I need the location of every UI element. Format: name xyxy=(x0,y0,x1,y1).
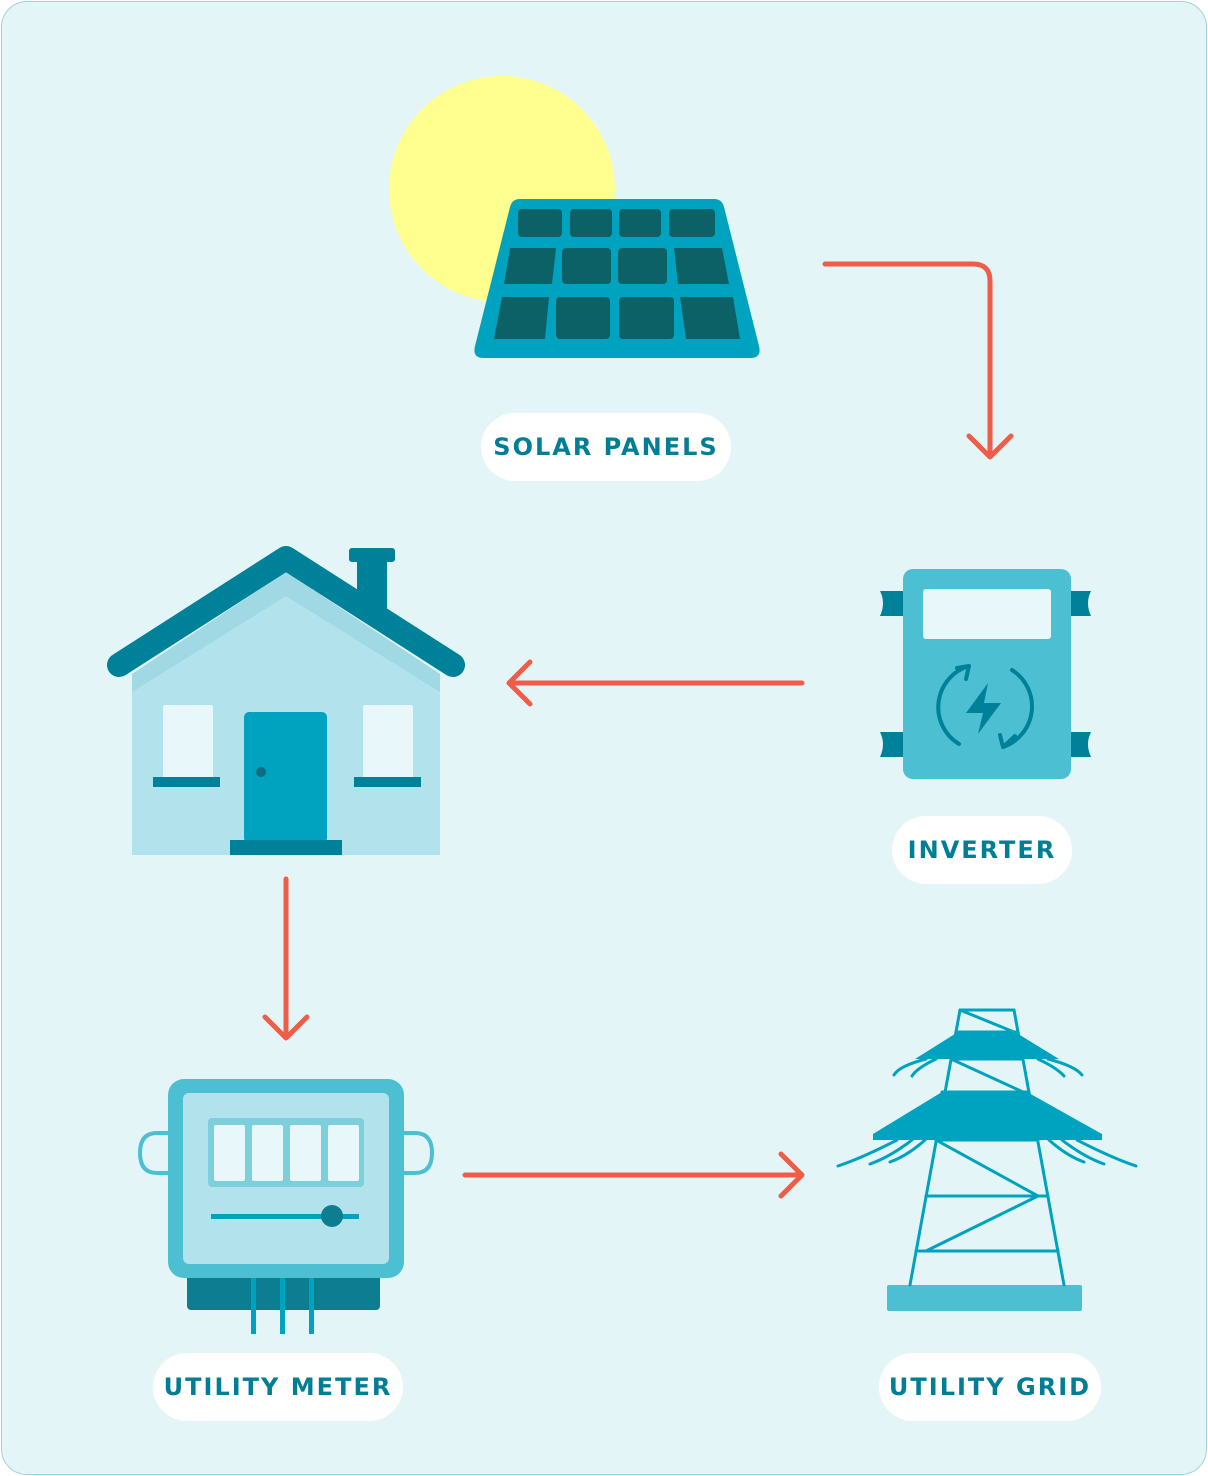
house-icon xyxy=(107,546,465,855)
utility-meter-icon xyxy=(137,1079,435,1334)
arrow-house-to-meter xyxy=(262,876,310,1041)
inverter-icon xyxy=(880,569,1091,779)
arrow-meter-to-grid xyxy=(462,1151,805,1199)
label-utility-meter: UTILITY METER xyxy=(153,1353,403,1421)
arrow-inverter-to-house xyxy=(506,659,805,707)
label-solar-panels: SOLAR PANELS xyxy=(481,413,731,481)
arrow-solar-to-inverter xyxy=(822,261,1014,460)
transmission-tower-icon xyxy=(836,1008,1138,1311)
label-utility-grid: UTILITY GRID xyxy=(879,1353,1101,1421)
label-inverter: INVERTER xyxy=(892,816,1072,884)
solar-panel-icon xyxy=(474,199,760,358)
